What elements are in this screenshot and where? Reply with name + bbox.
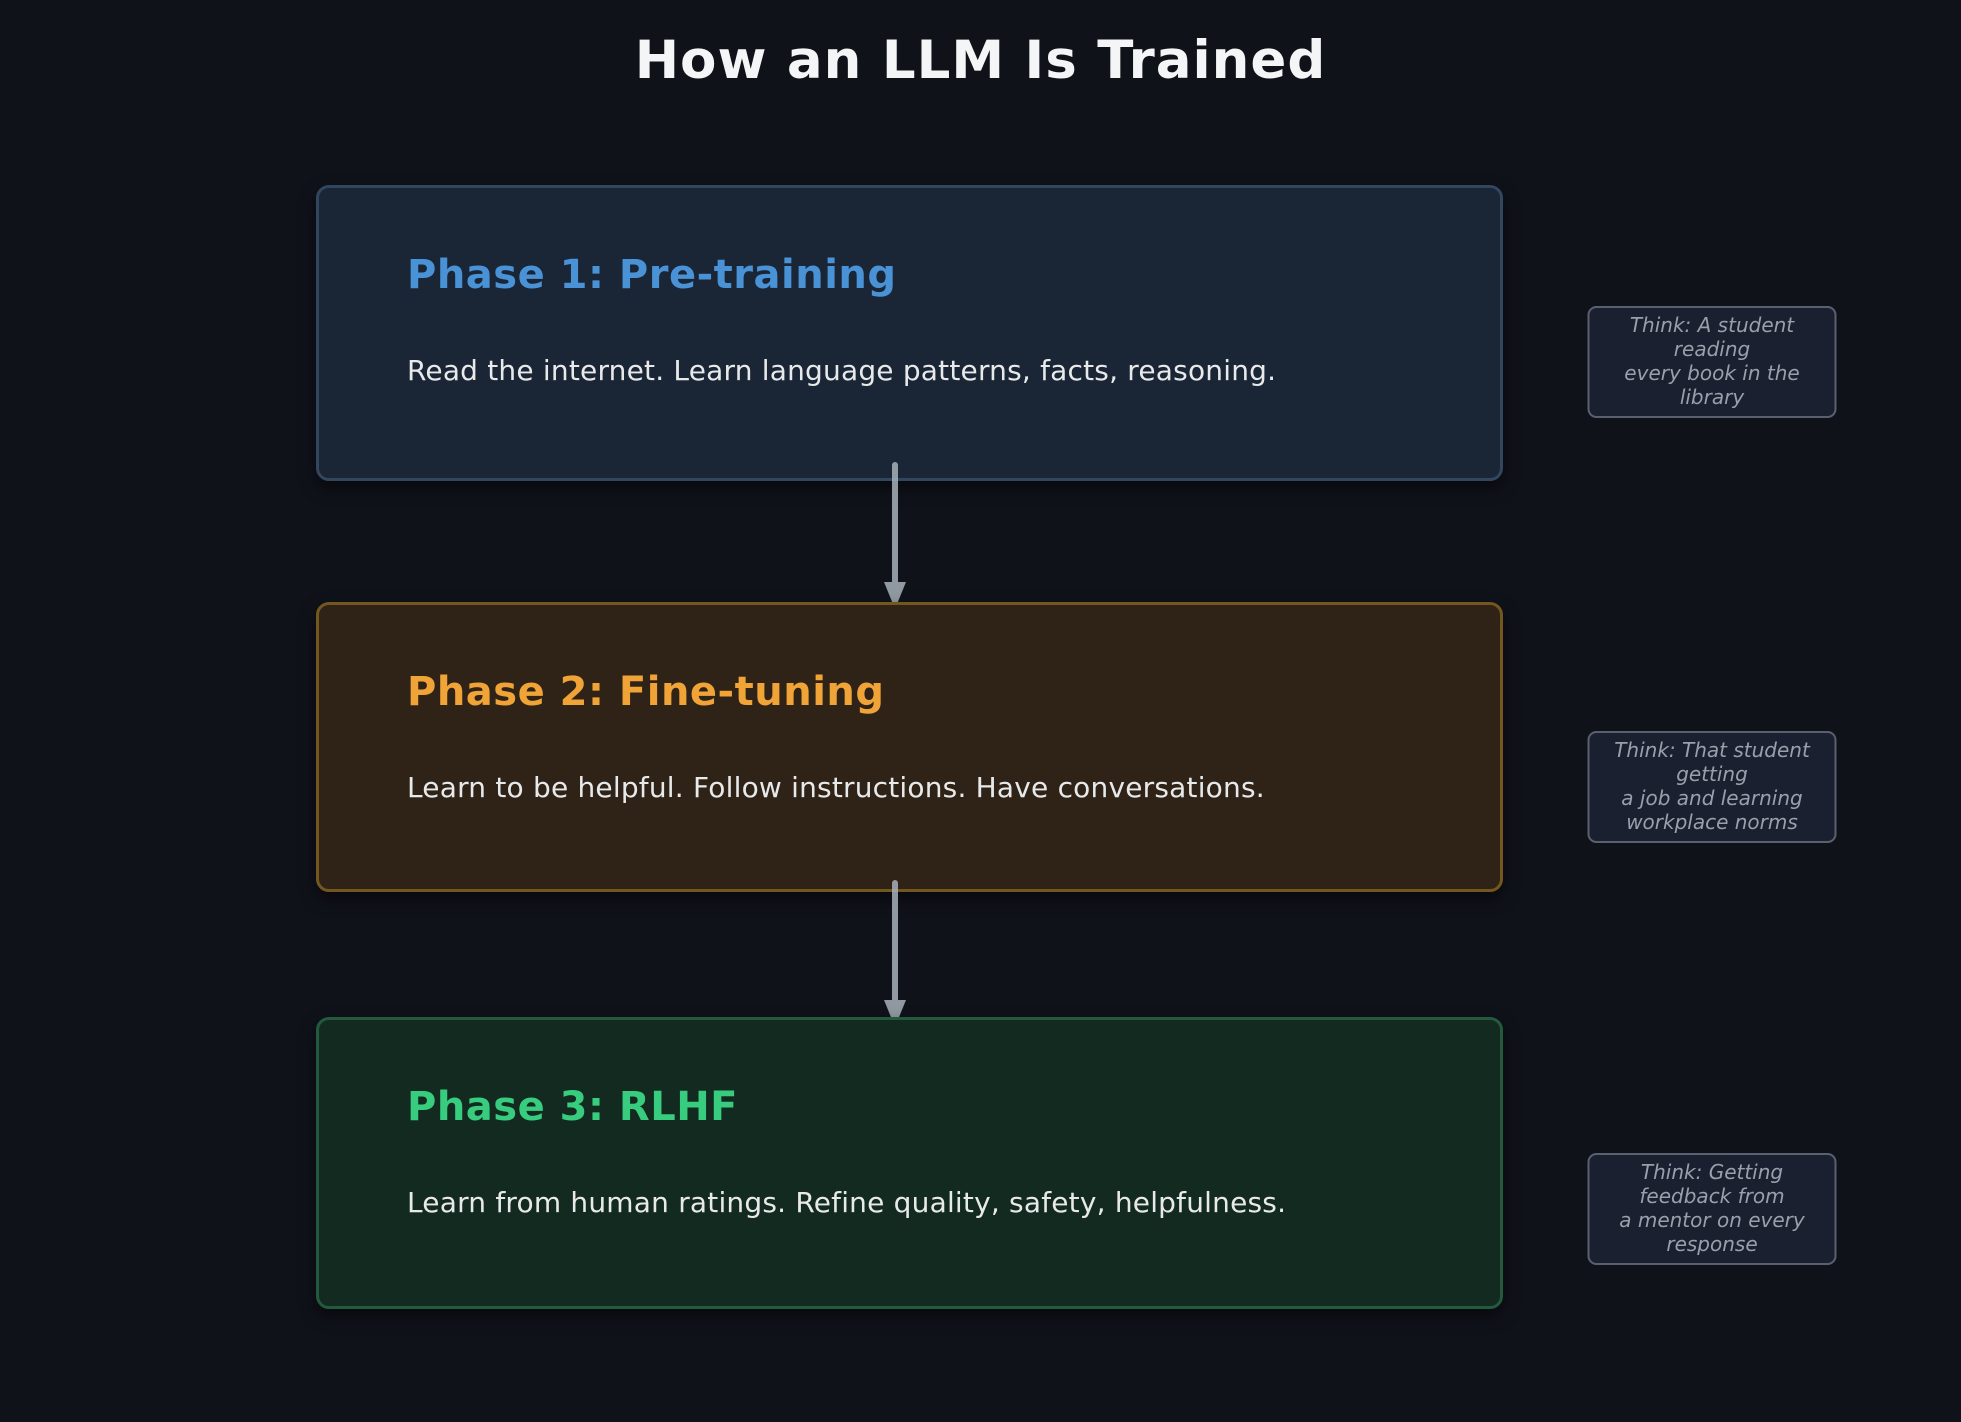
phase-description: Learn from human ratings. Refine quality…: [407, 1186, 1287, 1219]
phase-card-pretraining: Phase 1: Pre-training Read the internet.…: [316, 185, 1503, 481]
phase-heading: Phase 1: Pre-training: [407, 252, 897, 298]
phase-heading: Phase 3: RLHF: [407, 1084, 738, 1130]
page-title: How an LLM Is Trained: [634, 30, 1327, 91]
phase-card-rlhf: Phase 3: RLHF Learn from human ratings. …: [316, 1017, 1503, 1309]
think-note-pretraining: Think: A student reading every book in t…: [1587, 306, 1837, 418]
phase-card-finetuning: Phase 2: Fine-tuning Learn to be helpful…: [316, 602, 1503, 892]
phase-description: Read the internet. Learn language patter…: [407, 354, 1277, 387]
down-arrow-icon: [884, 462, 906, 609]
think-note-finetuning: Think: That student getting a job and le…: [1587, 731, 1837, 843]
phase-description: Learn to be helpful. Follow instructions…: [407, 771, 1265, 804]
phase-heading: Phase 2: Fine-tuning: [407, 669, 885, 715]
down-arrow-icon: [884, 880, 906, 1027]
think-note-rlhf: Think: Getting feedback from a mentor on…: [1587, 1153, 1837, 1265]
